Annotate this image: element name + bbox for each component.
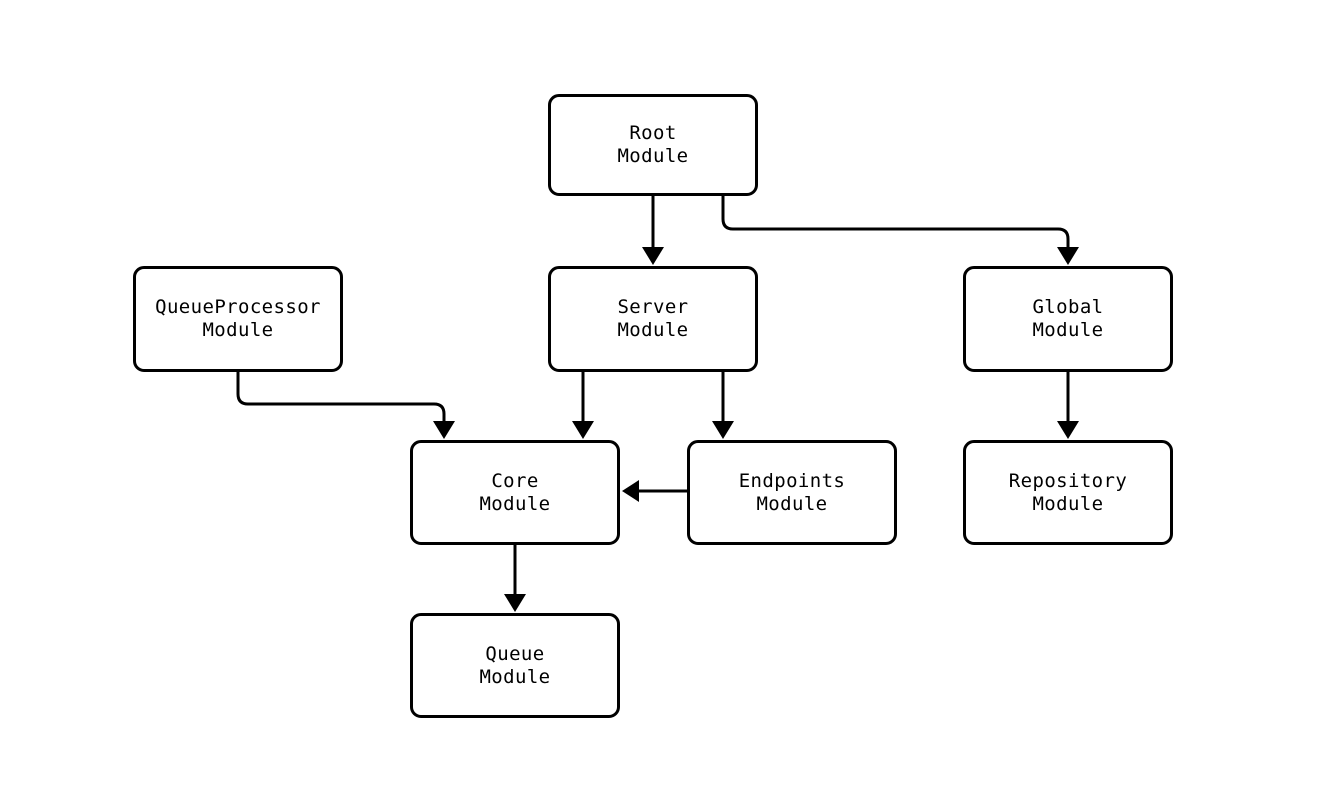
arrowhead-server-to-core [572, 421, 594, 439]
node-label-name: Endpoints [738, 469, 846, 492]
node-label-suffix: Module [756, 492, 828, 515]
node-label-suffix: Module [479, 492, 551, 515]
edge-root-to-global [721, 196, 1070, 258]
arrowhead-root-to-global [1057, 247, 1079, 265]
node-label-suffix: Module [479, 665, 551, 688]
node-label-name: QueueProcessor [155, 296, 321, 318]
node-label-suffix: Module [1032, 492, 1104, 515]
node-label-suffix: Module [617, 145, 689, 167]
node-label-suffix: Module [617, 319, 689, 341]
edge-queueprocessor-to-core [236, 372, 446, 432]
node-label-name: Core [491, 469, 539, 492]
arrowhead-root-to-server [642, 247, 664, 265]
arrowhead-global-to-repository [1057, 421, 1079, 439]
node-label-name: Repository [1008, 469, 1128, 492]
arrowhead-queueprocessor-to-core [433, 421, 455, 439]
node-label-name: Global [1032, 296, 1104, 318]
arrowhead-core-to-queue [504, 594, 526, 612]
node-label-name: Root [629, 122, 677, 144]
node-label-name: Queue [485, 642, 545, 665]
arrowhead-endpoints-to-core [622, 480, 639, 502]
node-label-name: Server [617, 296, 689, 318]
arrowhead-server-to-endpoints [712, 421, 734, 439]
node-label-suffix: Module [202, 319, 274, 341]
node-label-suffix: Module [1032, 319, 1104, 341]
